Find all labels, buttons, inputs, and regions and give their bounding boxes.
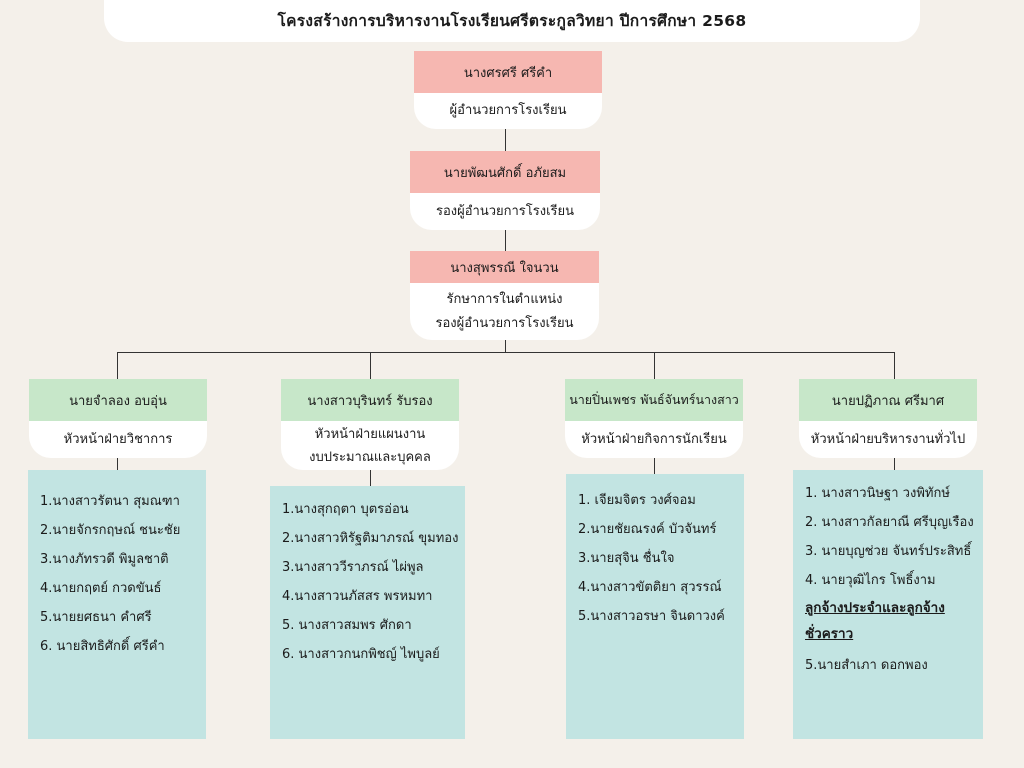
contract-staff-heading: ลูกจ้างประจำและลูกจ้างชั่วคราว — [805, 600, 945, 642]
member-item: 5. นางสาวสมพร ศักดา — [282, 618, 412, 633]
department-role: หัวหน้าฝ่ายวิชาการ — [29, 421, 207, 458]
member-item: 3.นายสุจิน ชื่นใจ — [578, 551, 675, 566]
member-item: 6. นายสิทธิศักดิ์ ศรีคำ — [40, 639, 165, 654]
department-members-academic: 1.นางสาวรัตนา สุมณฑา 2.นายจักรกฤษณ์ ชนะช… — [28, 470, 206, 739]
member-item: 2.นางสาวหิรัฐติมาภรณ์ ขุมทอง — [282, 531, 459, 546]
executive-node-deputy: นายพัฒนศักดิ์ อภัยสม รองผู้อำนวยการโรงเร… — [410, 151, 600, 230]
executive-role-line: รักษาการในตำแหน่ง — [446, 291, 563, 307]
member-item: 4. นายวุฒิไกร โพธิ์งาม — [805, 573, 936, 588]
department-head-name: นายปฏิภาณ ศรีมาศ — [799, 379, 977, 421]
department-members-student-affairs: 1. เจียมจิตร วงศ์จอม 2.นายชัยณรงค์ บัวจั… — [566, 474, 744, 739]
member-item: 1. เจียมจิตร วงศ์จอม — [578, 493, 696, 508]
member-item: 4.นางสาวขัตติยา สุวรรณ์ — [578, 580, 722, 595]
member-item: 2.นายจักรกฤษณ์ ชนะชัย — [40, 523, 181, 538]
executive-name: นางศรศรี ศรีคำ — [414, 51, 602, 93]
connector-drop-dept-2 — [370, 352, 371, 379]
department-head-academic: นายจำลอง อบอุ่น หัวหน้าฝ่ายวิชาการ — [29, 379, 207, 458]
connector-drop-dept-4 — [894, 352, 895, 379]
connector-bus — [117, 352, 895, 353]
connector-exec-1-2 — [505, 129, 506, 151]
department-members-general-admin: 1. นางสาวนิษฐา วงพิทักษ์ 2. นางสาวกัลยาณ… — [793, 470, 983, 739]
member-item: 4.นายกฤตย์ กวดขันธ์ — [40, 581, 162, 596]
member-item: 2. นางสาวกัลยาณี ศรีบุญเรือง — [805, 515, 974, 530]
chart-title: โครงสร้างการบริหารงานโรงเรียนศรีตระกูลวิ… — [277, 12, 747, 30]
connector-dept-1-list — [117, 458, 118, 470]
department-head-name: นายจำลอง อบอุ่น — [29, 379, 207, 421]
connector-drop-dept-1 — [117, 352, 118, 379]
executive-role-line: ผู้อำนวยการโรงเรียน — [449, 103, 567, 118]
department-role-line: หัวหน้าฝ่ายบริหารงานทั่วไป — [810, 431, 966, 447]
executive-name: นายพัฒนศักดิ์ อภัยสม — [410, 151, 600, 193]
department-role: หัวหน้าฝ่ายแผนงาน งบประมาณและบุคคล — [281, 421, 459, 470]
department-head-name: นางสาวบุรินทร์ รับรอง — [281, 379, 459, 421]
executive-role: รักษาการในตำแหน่ง รองผู้อำนวยการโรงเรียน — [410, 283, 599, 340]
executive-role: ผู้อำนวยการโรงเรียน — [414, 93, 602, 129]
member-item: 5.นางสาวอรษา จินดาวงค์ — [578, 609, 725, 624]
department-head-student-affairs: นายปิ่นเพชร พันธ์จันทร์นางสาว หัวหน้าฝ่า… — [565, 379, 743, 458]
executive-role: รองผู้อำนวยการโรงเรียน — [410, 193, 600, 230]
executive-node-director: นางศรศรี ศรีคำ ผู้อำนวยการโรงเรียน — [414, 51, 602, 129]
department-role: หัวหน้าฝ่ายบริหารงานทั่วไป — [799, 421, 977, 458]
connector-exec-2-3 — [505, 230, 506, 251]
department-head-name: นายปิ่นเพชร พันธ์จันทร์นางสาว — [565, 379, 743, 421]
department-role-line: งบประมาณและบุคคล — [309, 449, 431, 465]
connector-exec-3-bus — [505, 340, 506, 352]
connector-dept-4-list — [894, 458, 895, 470]
member-item: 1. นางสาวนิษฐา วงพิทักษ์ — [805, 486, 950, 501]
connector-dept-2-list — [370, 470, 371, 486]
department-members-planning: 1.นางสุกฤตา บุตรอ่อน 2.นางสาวหิรัฐติมาภร… — [270, 486, 465, 739]
executive-name: นางสุพรรณี ใจนวน — [410, 251, 599, 283]
department-role-line: หัวหน้าฝ่ายกิจการนักเรียน — [581, 431, 727, 447]
member-item: 3. นายบุญช่วย จันทร์ประสิทธิ์ — [805, 544, 972, 559]
member-item: 1.นางสาวรัตนา สุมณฑา — [40, 494, 180, 509]
department-head-general-admin: นายปฏิภาณ ศรีมาศ หัวหน้าฝ่ายบริหารงานทั่… — [799, 379, 977, 458]
department-role-line: หัวหน้าฝ่ายแผนงาน — [314, 426, 426, 442]
member-item: 5.นายสำเภา ดอกพอง — [805, 658, 928, 673]
member-item: 3.นางสาววีราภรณ์ ไผ่พูล — [282, 560, 424, 575]
department-role: หัวหน้าฝ่ายกิจการนักเรียน — [565, 421, 743, 458]
member-item: 2.นายชัยณรงค์ บัวจันทร์ — [578, 522, 717, 537]
department-head-planning: นางสาวบุรินทร์ รับรอง หัวหน้าฝ่ายแผนงาน … — [281, 379, 459, 470]
executive-role-line: รองผู้อำนวยการโรงเรียน — [435, 203, 575, 219]
member-item: 5.นายยศธนา คำศรี — [40, 610, 152, 625]
member-item: 1.นางสุกฤตา บุตรอ่อน — [282, 502, 409, 517]
connector-drop-dept-3 — [654, 352, 655, 379]
executive-node-acting-deputy: นางสุพรรณี ใจนวน รักษาการในตำแหน่ง รองผู… — [410, 251, 599, 340]
member-item: 3.นางภัทรวดี พิมูลชาติ — [40, 552, 169, 567]
title-banner: โครงสร้างการบริหารงานโรงเรียนศรีตระกูลวิ… — [104, 0, 920, 42]
member-item: 4.นางสาวนภัสสร พรหมทา — [282, 589, 433, 604]
member-item: 6. นางสาวกนกพิชญ์ ไพบูลย์ — [282, 647, 440, 662]
department-role-line: หัวหน้าฝ่ายวิชาการ — [63, 431, 173, 447]
connector-dept-3-list — [654, 458, 655, 474]
executive-role-line: รองผู้อำนวยการโรงเรียน — [435, 315, 574, 331]
